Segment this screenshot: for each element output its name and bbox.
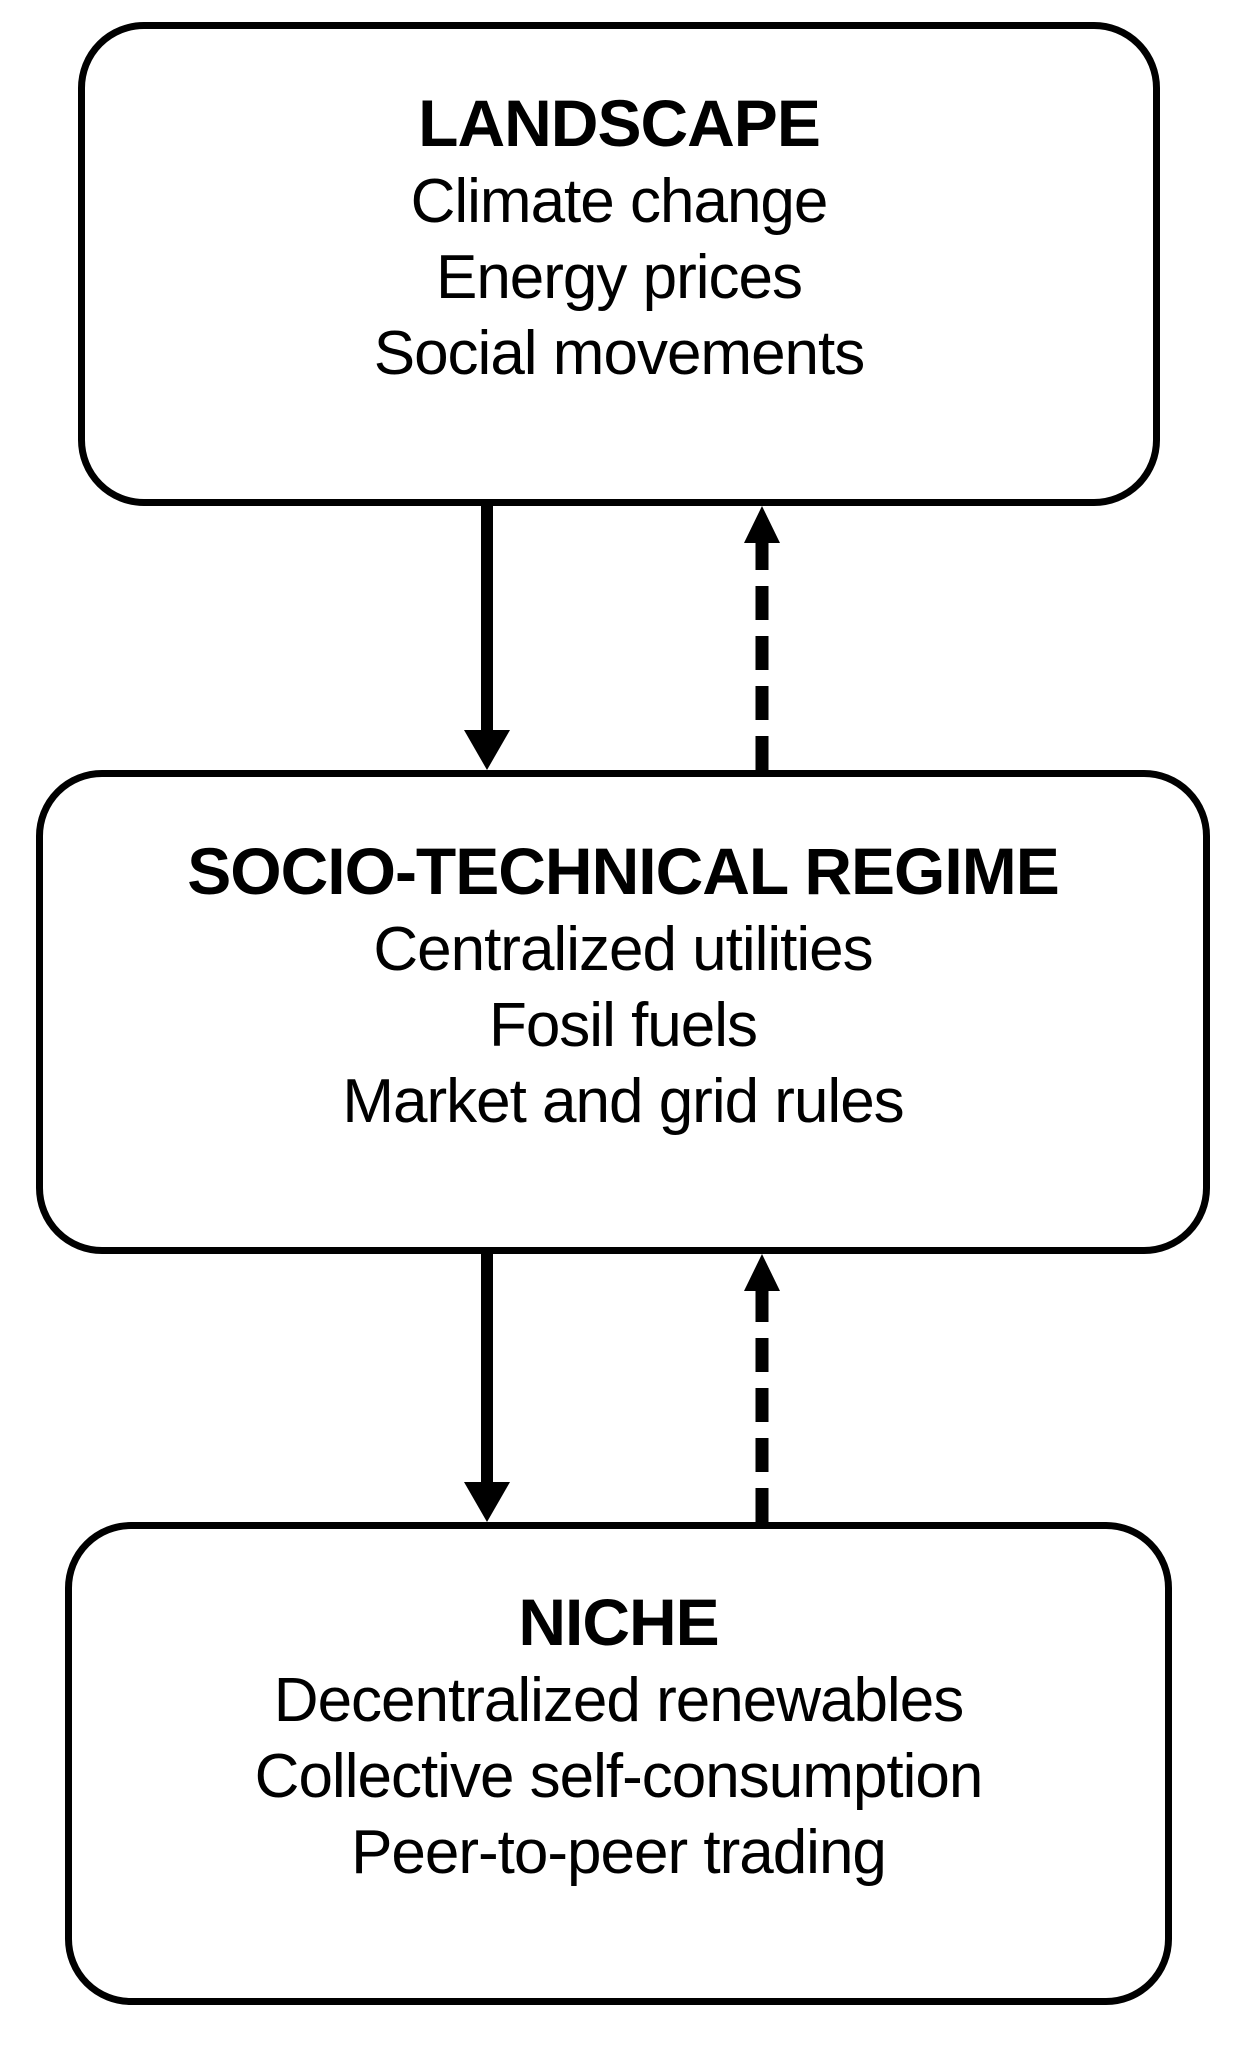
niche-item: Peer-to-peer trading bbox=[351, 1818, 887, 1887]
landscape-item: Climate change bbox=[410, 166, 829, 236]
socio-technical-regime-title: SOCIO-TECHNICAL REGIME bbox=[187, 833, 1059, 908]
niche-item: Collective self-consumption bbox=[254, 1742, 984, 1811]
arrow-regime-to-niche-solid-down bbox=[455, 1254, 519, 1522]
landscape-regime-connectors bbox=[0, 506, 1236, 770]
regime-niche-connectors bbox=[0, 1254, 1236, 1522]
landscape-item: Energy prices bbox=[435, 242, 803, 312]
landscape-title: LANDSCAPE bbox=[418, 85, 821, 160]
landscape-item: Social movements bbox=[373, 318, 866, 388]
socio-technical-regime-item: Centralized utilities bbox=[373, 914, 873, 984]
niche-title: NICHE bbox=[518, 1585, 719, 1659]
socio-technical-regime-box: SOCIO-TECHNICAL REGIME Centralized utili… bbox=[36, 770, 1210, 1254]
arrow-landscape-to-regime-solid-down bbox=[455, 506, 519, 770]
arrow-niche-to-regime-dashed-up bbox=[730, 1254, 794, 1522]
socio-technical-regime-item: Fosil fuels bbox=[488, 990, 758, 1060]
niche-item: Decentralized renewables bbox=[273, 1666, 964, 1735]
socio-technical-regime-item: Market and grid rules bbox=[342, 1066, 904, 1136]
niche-box: NICHE Decentralized renewables Collectiv… bbox=[65, 1522, 1172, 2005]
landscape-box: LANDSCAPE Climate change Energy prices S… bbox=[78, 22, 1160, 506]
arrow-regime-to-landscape-dashed-up bbox=[730, 506, 794, 770]
